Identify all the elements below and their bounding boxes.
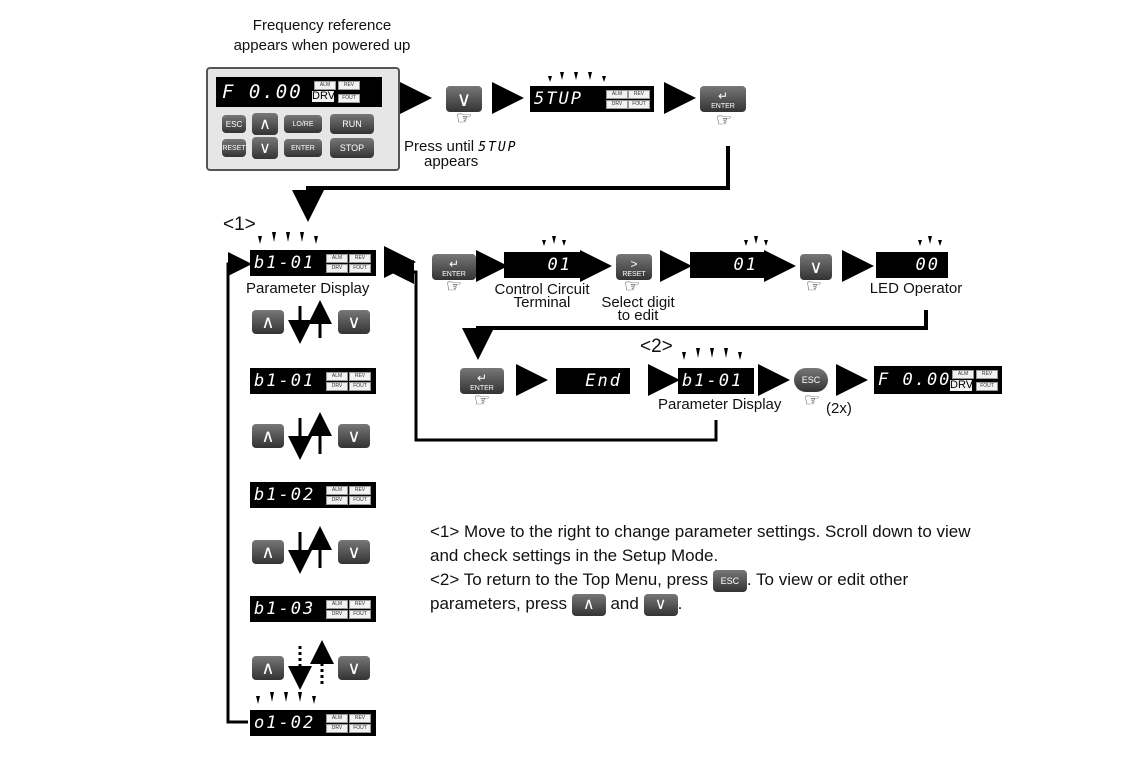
control-circuit-label: Control Circuit: [494, 281, 590, 298]
enter-button-top[interactable]: ↵ENTER: [700, 86, 746, 112]
marker-1: <1>: [223, 214, 256, 235]
display-01-edit: 01: [690, 252, 766, 278]
line-enter-to-b1-01: [292, 146, 730, 222]
lo-re-key[interactable]: LO/RE: [284, 115, 322, 133]
down-arrow-button[interactable]: ∨: [338, 540, 370, 564]
enter-button-edit[interactable]: ↵ENTER: [432, 254, 476, 280]
up-arrow-key[interactable]: ∧: [252, 113, 278, 135]
terminal-label: Terminal: [513, 294, 571, 311]
note-2: <2> To return to the Top Menu, press ESC…: [430, 568, 990, 616]
hand-pointer-icon: ☞: [474, 390, 491, 410]
display-end: End: [556, 368, 630, 394]
operator-frequency: F 0.00: [222, 81, 303, 103]
select-digit-label: Select digit: [601, 294, 675, 311]
hand-pointer-icon: ☞: [624, 276, 641, 296]
hand-pointer-icon: ☞: [806, 276, 823, 296]
up-arrow-icon: ∧: [571, 593, 606, 616]
alm-indicator: ALM: [314, 81, 336, 90]
line-d3-to-save-enter: [462, 310, 928, 360]
notes: <1> Move to the right to change paramete…: [430, 520, 990, 616]
stop-key[interactable]: STOP: [330, 138, 374, 158]
esc-icon: ESC: [712, 569, 747, 592]
enter-key[interactable]: ENTER: [284, 139, 322, 157]
title-line1: Frequency reference: [252, 17, 392, 34]
esc-button[interactable]: ESC: [794, 368, 828, 392]
up-arrow-button[interactable]: ∧: [252, 424, 284, 448]
marker-2: <2>: [640, 336, 673, 357]
param-display-label: Parameter Display: [246, 280, 370, 297]
led-operator-panel: F 0.00 ALM REV DRV FOUT ESC ∧ LO/RE RUN …: [206, 67, 400, 171]
display-01-control-circuit: 01: [504, 252, 580, 278]
line-loop-to-top: [226, 252, 252, 724]
reset-key[interactable]: RESET: [222, 139, 246, 157]
up-arrow-button[interactable]: ∧: [252, 656, 284, 680]
drv-indicator: DRV: [312, 90, 336, 102]
note-1: <1> Move to the right to change paramete…: [430, 522, 971, 565]
press-until-label: Press until 5TUP: [404, 138, 518, 155]
display-b1-01-saved: b1-01: [678, 368, 754, 394]
param-display-label-2: Parameter Display: [658, 396, 782, 413]
run-key[interactable]: RUN: [330, 114, 374, 134]
down-arrow-button[interactable]: ∨: [338, 310, 370, 334]
hand-pointer-icon: ☞: [804, 390, 821, 410]
reset-button[interactable]: >RESET: [616, 254, 652, 280]
title-line2: appears when powered up: [233, 37, 411, 54]
down-arrow-icon: ∨: [643, 593, 678, 616]
down-arrow-button[interactable]: ∨: [338, 656, 370, 680]
down-arrow-button[interactable]: ∨: [446, 86, 482, 112]
led-operator-label: LED Operator: [869, 280, 963, 297]
down-arrow-key[interactable]: ∨: [252, 137, 278, 159]
esc-key[interactable]: ESC: [222, 115, 246, 133]
hand-pointer-icon: ☞: [716, 110, 733, 130]
fout-indicator: FOUT: [338, 94, 360, 103]
display-00-led: 00: [876, 252, 948, 278]
to-edit-label: to edit: [617, 307, 659, 324]
up-arrow-button[interactable]: ∧: [252, 540, 284, 564]
rev-indicator: REV: [338, 81, 360, 90]
hand-pointer-icon: ☞: [456, 108, 473, 128]
operator-display: F 0.00 ALM REV DRV FOUT: [216, 77, 382, 107]
line-back-to-b1-01: [390, 260, 718, 442]
hand-pointer-icon: ☞: [446, 276, 463, 296]
down-arrow-button[interactable]: ∨: [338, 424, 370, 448]
enter-button-save[interactable]: ↵ENTER: [460, 368, 504, 394]
appears-label: appears: [424, 153, 479, 170]
up-arrow-button[interactable]: ∧: [252, 310, 284, 334]
esc-count: (2x): [826, 400, 852, 417]
down-arrow-button[interactable]: ∨: [800, 254, 832, 280]
